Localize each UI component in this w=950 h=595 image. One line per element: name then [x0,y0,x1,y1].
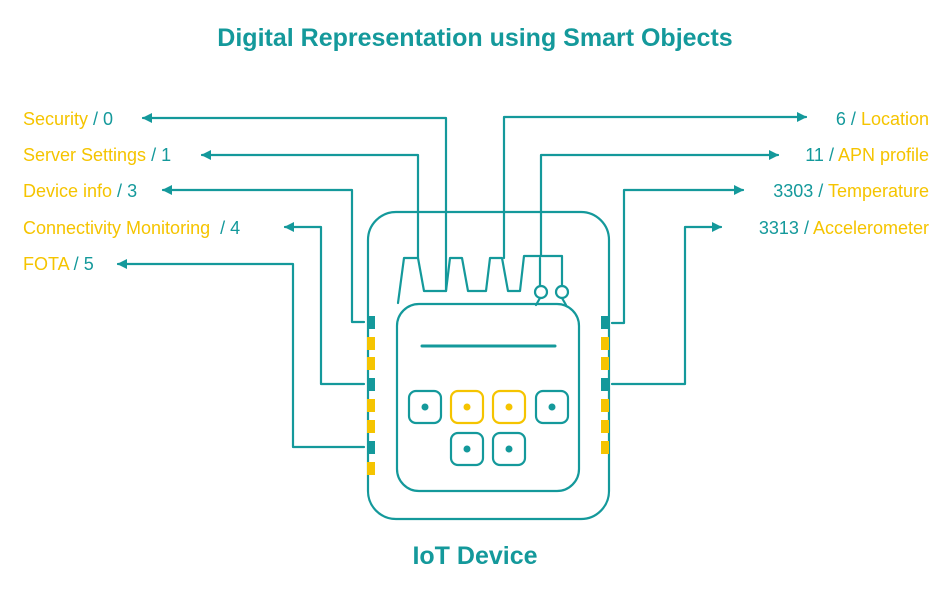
object-label-fota: FOTA / 5 [23,254,94,274]
line-security [141,113,448,293]
button-1 [407,389,443,425]
object-label-apn-profile: 11 / APN profile [805,145,929,165]
object-label-location: 6 / Location [835,109,929,129]
line-device-info [161,185,366,324]
line-connectivity [283,222,366,386]
line-server-settings [200,150,420,260]
object-label-connectivity-monitoring: Connectivity Monitoring / 4 [23,218,241,238]
device-chip-outline [395,302,581,493]
button-3 [491,389,527,425]
line-temperature [610,185,745,325]
antenna-contact-left [533,284,549,300]
antenna-contact-right [554,284,570,300]
line-apn-profile [539,150,780,258]
device-label: IoT Device [412,542,538,570]
button-4 [534,389,570,425]
right-pins [601,316,609,454]
button-6 [491,431,527,467]
button-2 [449,389,485,425]
object-label-security: Security / 0 [23,109,114,129]
diagram-title: Digital Representation using Smart Objec… [217,24,733,52]
object-label-server-settings: Server Settings / 1 [23,145,172,165]
object-label-accelerometer: 3313 / Accelerometer [758,218,929,238]
object-label-device-info: Device info / 3 [23,181,138,201]
line-accelerometer [610,222,723,386]
button-5 [449,431,485,467]
line-location [502,112,808,260]
line-fota [116,259,366,449]
antenna-trace [396,254,564,305]
left-pins [367,316,375,475]
object-label-temperature: 3303 / Temperature [773,181,929,201]
